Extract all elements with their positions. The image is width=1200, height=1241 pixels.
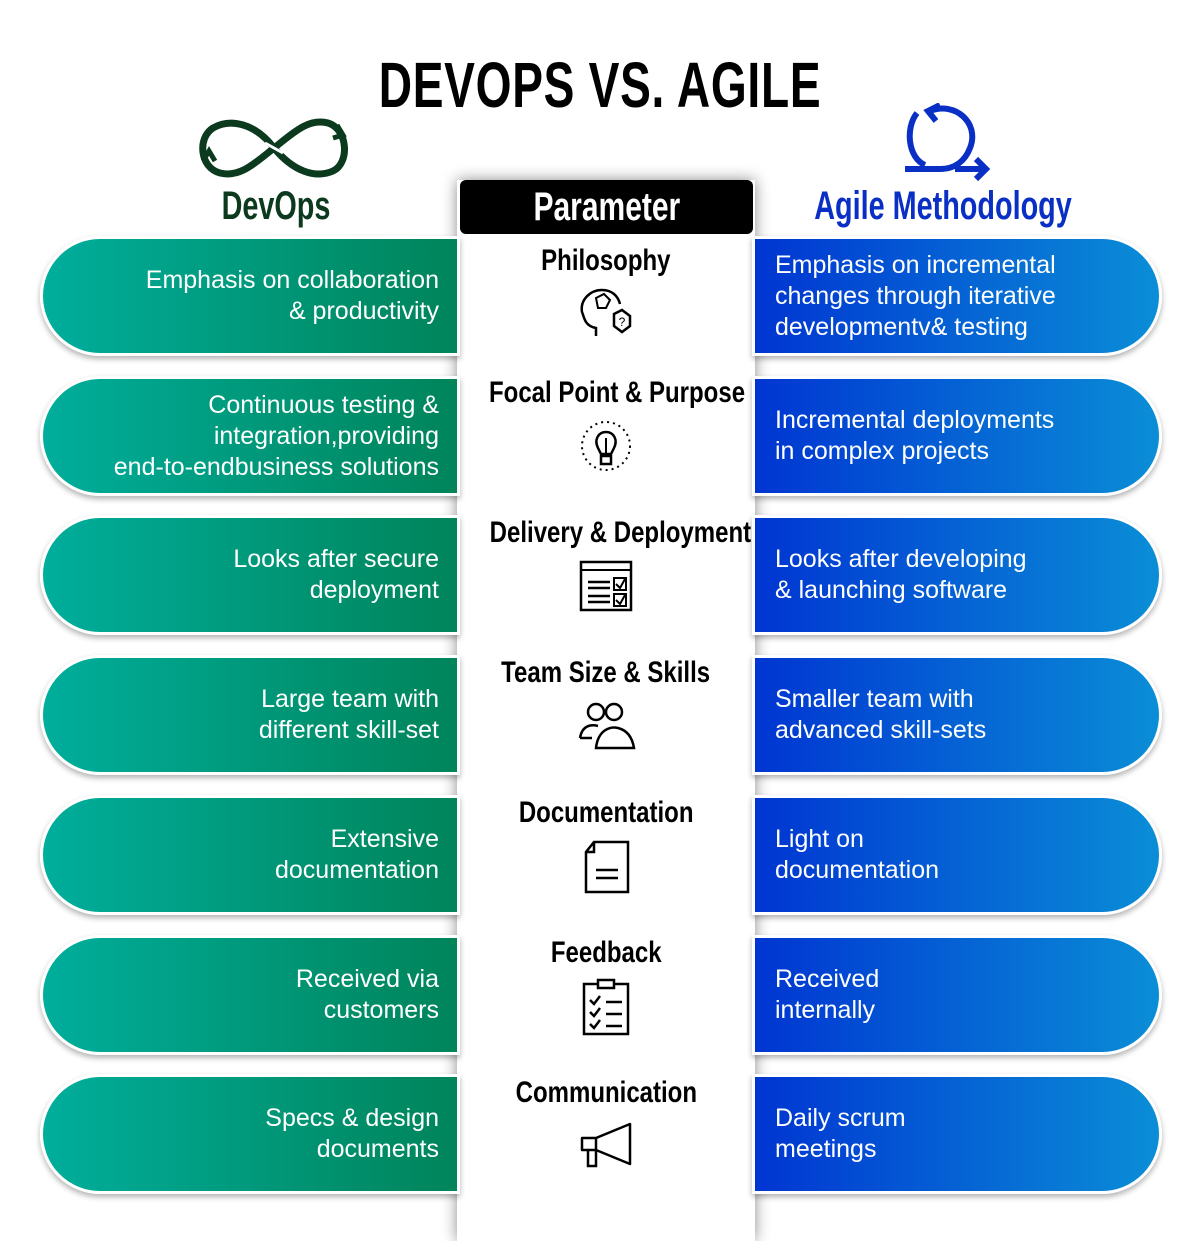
page-title: DEVOPS VS. AGILE [378,49,822,121]
parameter-label: Focal Point & Purpose [489,376,746,409]
team-icon [578,702,636,750]
document-icon [584,840,630,894]
devops-communication-card: Specs & design documents [40,1074,460,1194]
lightbulb-icon [581,421,631,471]
agile-documentation-card: Light on documentation [752,795,1162,915]
agile-text: Looks after developing & launching softw… [775,545,1027,604]
agile-communication-card: Daily scrum meetings [752,1074,1162,1194]
parameter-feedback: Feedback [457,936,755,1036]
agile-delivery-deployment-card: Looks after developing & launching softw… [752,515,1162,635]
parameter-team-size-skills: Team Size & Skills [457,656,755,756]
agile-text: Light on documentation [775,825,940,884]
agile-text: Emphasis on incremental changes through … [775,250,1056,341]
devops-text: Large team with different skill-set [258,685,439,744]
parameter-label: Documentation [518,796,694,829]
parameter-philosophy: Philosophy? [457,244,755,344]
devops-label: DevOps [221,184,331,228]
devops-text: Received via customers [295,965,439,1024]
infinity-loop-icon [199,118,348,178]
devops-delivery-deployment-card: Looks after secure deployment [40,515,460,635]
clipboard-checklist-icon [582,978,630,1036]
parameter-header: Parameter [460,180,753,234]
agile-text: Smaller team with advanced skill-sets [775,685,987,744]
parameter-label: Philosophy [541,244,671,277]
agile-text: Received internally [775,965,880,1024]
parameter-label: Delivery & Deployment [489,516,752,549]
parameter-label: Team Size & Skills [501,656,711,689]
svg-text:?: ? [619,315,626,329]
devops-documentation-card: Extensive documentation [40,795,460,915]
agile-focal-point-purpose-card: Incremental deployments in complex proje… [752,376,1162,496]
devops-focal-point-purpose-card: Continuous testing & integration,providi… [40,376,460,496]
devops-feedback-card: Received via customers [40,935,460,1055]
agile-philosophy-card: Emphasis on incremental changes through … [752,236,1162,356]
agile-text: Incremental deployments in complex proje… [775,406,1055,465]
cycle-arrow-icon [905,103,991,182]
devops-text: Emphasis on collaboration & productivity [145,266,439,325]
agile-feedback-card: Received internally [752,935,1162,1055]
megaphone-icon [580,1122,632,1168]
agile-label: Agile Methodology [814,184,1072,228]
parameter-delivery-deployment: Delivery & Deployment [457,516,755,616]
head-hexagon-question-icon: ? [580,288,632,336]
parameter-documentation: Documentation [457,796,755,896]
agile-text: Daily scrum meetings [775,1104,906,1163]
parameter-focal-point-purpose: Focal Point & Purpose [457,376,755,476]
parameter-label: Feedback [550,936,662,969]
devops-text: Continuous testing & integration,providi… [113,390,439,481]
devops-text: Looks after secure deployment [233,545,439,604]
browser-checklist-icon [579,560,633,612]
devops-philosophy-card: Emphasis on collaboration & productivity [40,236,460,356]
agile-team-size-skills-card: Smaller team with advanced skill-sets [752,655,1162,775]
parameter-label: Communication [515,1076,697,1109]
parameter-communication: Communication [457,1076,755,1176]
devops-team-size-skills-card: Large team with different skill-set [40,655,460,775]
devops-text: Extensive documentation [274,825,439,884]
devops-text: Specs & design documents [265,1104,439,1163]
